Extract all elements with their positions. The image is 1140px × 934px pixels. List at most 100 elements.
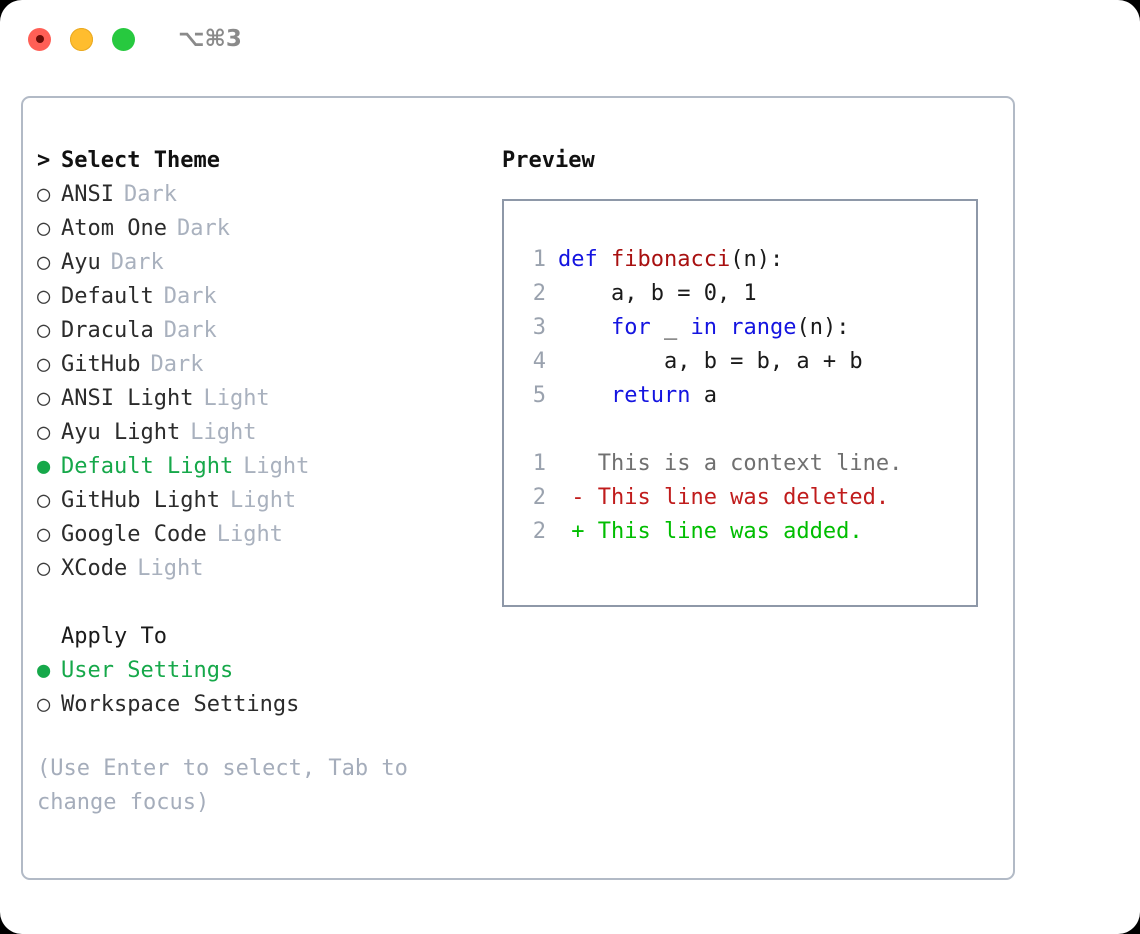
maximize-button[interactable] (112, 27, 135, 51)
theme-category-tag: Dark (163, 284, 217, 309)
apply-to-label: Workspace Settings (61, 692, 300, 717)
prompt-caret-icon: > (37, 148, 51, 173)
theme-name: GitHub Light (61, 488, 220, 513)
line-number: 1 (532, 247, 546, 272)
theme-category-tag: Light (243, 454, 310, 479)
keyboard-shortcut-label: ⌥⌘3 (178, 26, 242, 52)
apply-to-item[interactable]: ○ Workspace Settings (37, 688, 477, 722)
theme-list-item[interactable]: ● Default Light Light (37, 450, 477, 484)
radio-unselected-icon: ○ (37, 318, 51, 343)
theme-name: ANSI (61, 182, 114, 207)
code-token (558, 379, 611, 413)
apply-to-header: ○ Apply To (37, 620, 477, 654)
radio-unselected-icon: ○ (37, 250, 51, 275)
close-button[interactable] (28, 27, 51, 51)
theme-category-tag: Dark (123, 182, 177, 207)
code-token: a, b = b, a + b (558, 349, 863, 374)
code-token: fibonacci (610, 247, 731, 272)
code-token: (n): (796, 315, 850, 340)
theme-category-tag: Dark (163, 318, 217, 343)
line-number: 5 (532, 383, 546, 408)
title-bar: ⌥⌘3 (0, 0, 1140, 78)
select-theme-header: > Select Theme (37, 144, 477, 178)
theme-category-tag: Dark (176, 216, 230, 241)
select-theme-title: Select Theme (61, 148, 220, 173)
radio-unselected-icon: ○ (37, 284, 51, 309)
code-token: return (610, 383, 691, 408)
radio-selected-icon: ● (37, 454, 51, 479)
theme-name: Google Code (61, 522, 207, 547)
code-token: range (730, 315, 797, 340)
keyboard-hint-text: (Use Enter to select, Tab to change focu… (37, 756, 422, 815)
diff-line-text: + This line was added. (558, 519, 863, 544)
close-icon (35, 35, 44, 43)
line-number: 4 (532, 349, 546, 374)
radio-selected-icon: ● (37, 658, 51, 683)
radio-unselected-icon: ○ (37, 182, 51, 207)
theme-category-tag: Light (203, 386, 270, 411)
theme-list-item[interactable]: ○ ANSI Light Light (37, 382, 477, 416)
code-token: a (690, 383, 717, 408)
theme-list-item[interactable]: ○ Google Code Light (37, 518, 477, 552)
line-number: 2 (532, 485, 546, 510)
theme-name: GitHub (61, 352, 141, 377)
radio-unselected-icon: ○ (37, 216, 51, 241)
theme-category-tag: Light (216, 522, 283, 547)
list-spacer (37, 586, 477, 620)
theme-name: Atom One (61, 216, 167, 241)
preview-title: Preview (502, 148, 595, 173)
code-token (717, 311, 730, 345)
code-token: in (690, 315, 717, 340)
minimize-button[interactable] (70, 27, 93, 51)
theme-list-item[interactable]: ○ GitHub Dark (37, 348, 477, 382)
diff-line: 1 This is a context line. (518, 447, 976, 481)
theme-category-tag: Dark (150, 352, 204, 377)
apply-to-marker-placeholder: ○ (37, 620, 61, 654)
line-number: 2 (532, 281, 546, 306)
diff-line-text: This is a context line. (558, 451, 903, 476)
theme-list-item[interactable]: ○ Default Dark (37, 280, 477, 314)
theme-list-item[interactable]: ○ ANSI Dark (37, 178, 477, 212)
theme-name: XCode (61, 556, 128, 581)
theme-name: Default Light (61, 454, 234, 479)
line-number: 3 (532, 315, 546, 340)
code-token: _ (650, 315, 691, 340)
theme-list-item[interactable]: ○ Dracula Dark (37, 314, 477, 348)
code-line: 2 a, b = 0, 1 (518, 277, 976, 311)
apply-to-title: Apply To (61, 624, 167, 649)
apply-to-list: ● User Settings ○ Workspace Settings (37, 654, 477, 722)
theme-name: Ayu (61, 250, 101, 275)
radio-unselected-icon: ○ (37, 522, 51, 547)
radio-unselected-icon: ○ (37, 352, 51, 377)
apply-to-item[interactable]: ● User Settings (37, 654, 477, 688)
theme-name: Default (61, 284, 154, 309)
code-token: for (610, 315, 651, 340)
radio-unselected-icon: ○ (37, 692, 51, 717)
code-token: a, b = 0, 1 (558, 281, 757, 306)
theme-name: ANSI Light (61, 386, 194, 411)
code-line: 5 return a (518, 379, 976, 413)
theme-name: Dracula (61, 318, 154, 343)
code-token: def (558, 247, 611, 272)
diff-sample: 1 This is a context line.2 - This line w… (518, 447, 976, 549)
theme-category-tag: Light (229, 488, 297, 513)
theme-list-item[interactable]: ○ Atom One Dark (37, 212, 477, 246)
code-line: 3 for _ in range(n): (518, 311, 976, 345)
apply-to-label: User Settings (61, 658, 234, 683)
radio-unselected-icon: ○ (37, 386, 51, 411)
diff-line: 2 + This line was added. (518, 515, 976, 549)
code-diff-spacer (518, 413, 976, 447)
theme-category-tag: Light (137, 556, 204, 581)
